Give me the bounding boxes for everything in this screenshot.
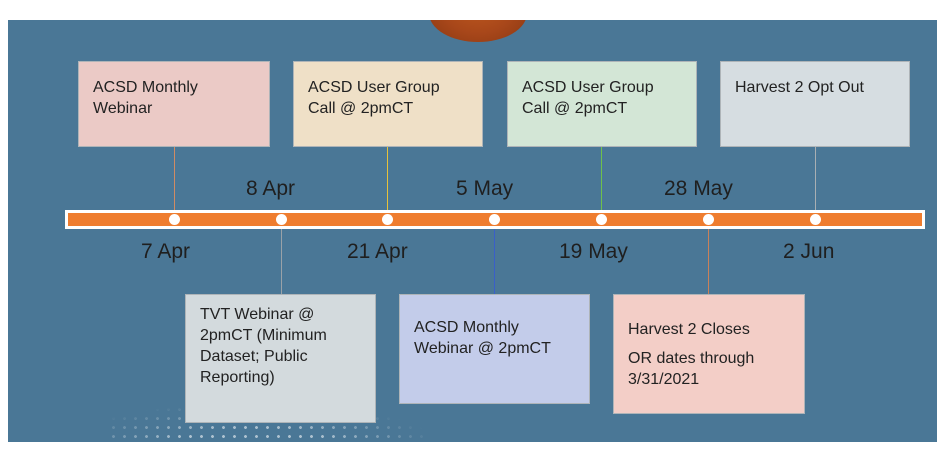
connector-e4 bbox=[494, 223, 495, 294]
event-text: ACSD Monthly Webinar @ 2pmCT bbox=[414, 319, 551, 357]
connector-e6 bbox=[708, 223, 709, 294]
event-text: Harvest 2 Closes bbox=[628, 321, 750, 338]
timeline-dot bbox=[489, 214, 500, 225]
date-label-e3: 21 Apr bbox=[347, 240, 408, 263]
timeline-dot bbox=[169, 214, 180, 225]
decorative-shape bbox=[429, 20, 527, 42]
event-box-e6: Harvest 2 Closes OR dates through 3/31/2… bbox=[613, 294, 805, 414]
connector-e7 bbox=[815, 146, 816, 217]
date-label-e7: 2 Jun bbox=[783, 240, 835, 263]
timeline-dot bbox=[703, 214, 714, 225]
date-label-e6: 28 May bbox=[664, 177, 733, 200]
event-box-e2: TVT Webinar @ 2pmCT (Minimum Dataset; Pu… bbox=[185, 294, 376, 423]
connector-e1 bbox=[174, 146, 175, 217]
event-text: Harvest 2 Opt Out bbox=[735, 79, 864, 96]
timeline-dot bbox=[810, 214, 821, 225]
event-text: TVT Webinar @ 2pmCT (Minimum Dataset; Pu… bbox=[200, 306, 327, 386]
event-subtext: OR dates through 3/31/2021 bbox=[628, 350, 755, 388]
date-label-e1: 7 Apr bbox=[141, 240, 191, 263]
date-label-e2: 8 Apr bbox=[246, 177, 296, 200]
event-box-e3: ACSD User Group Call @ 2pmCT bbox=[293, 61, 483, 147]
timeline-dot bbox=[276, 214, 287, 225]
event-text: ACSD Monthly Webinar bbox=[93, 79, 198, 117]
timeline-slide: ACSD Monthly Webinar ACSD User Group Cal… bbox=[8, 20, 937, 442]
event-text: ACSD User Group Call @ 2pmCT bbox=[308, 79, 440, 117]
timeline-dot bbox=[382, 214, 393, 225]
connector-e5 bbox=[601, 146, 602, 217]
event-box-e5: ACSD User Group Call @ 2pmCT bbox=[507, 61, 697, 147]
connector-e3 bbox=[387, 146, 388, 217]
timeline-dot bbox=[596, 214, 607, 225]
event-box-e1: ACSD Monthly Webinar bbox=[78, 61, 270, 147]
date-label-e4: 5 May bbox=[456, 177, 514, 200]
event-text: ACSD User Group Call @ 2pmCT bbox=[522, 79, 654, 117]
event-box-e7: Harvest 2 Opt Out bbox=[720, 61, 910, 147]
date-label-e5: 19 May bbox=[559, 240, 628, 263]
connector-e2 bbox=[281, 223, 282, 294]
event-box-e4: ACSD Monthly Webinar @ 2pmCT bbox=[399, 294, 590, 404]
